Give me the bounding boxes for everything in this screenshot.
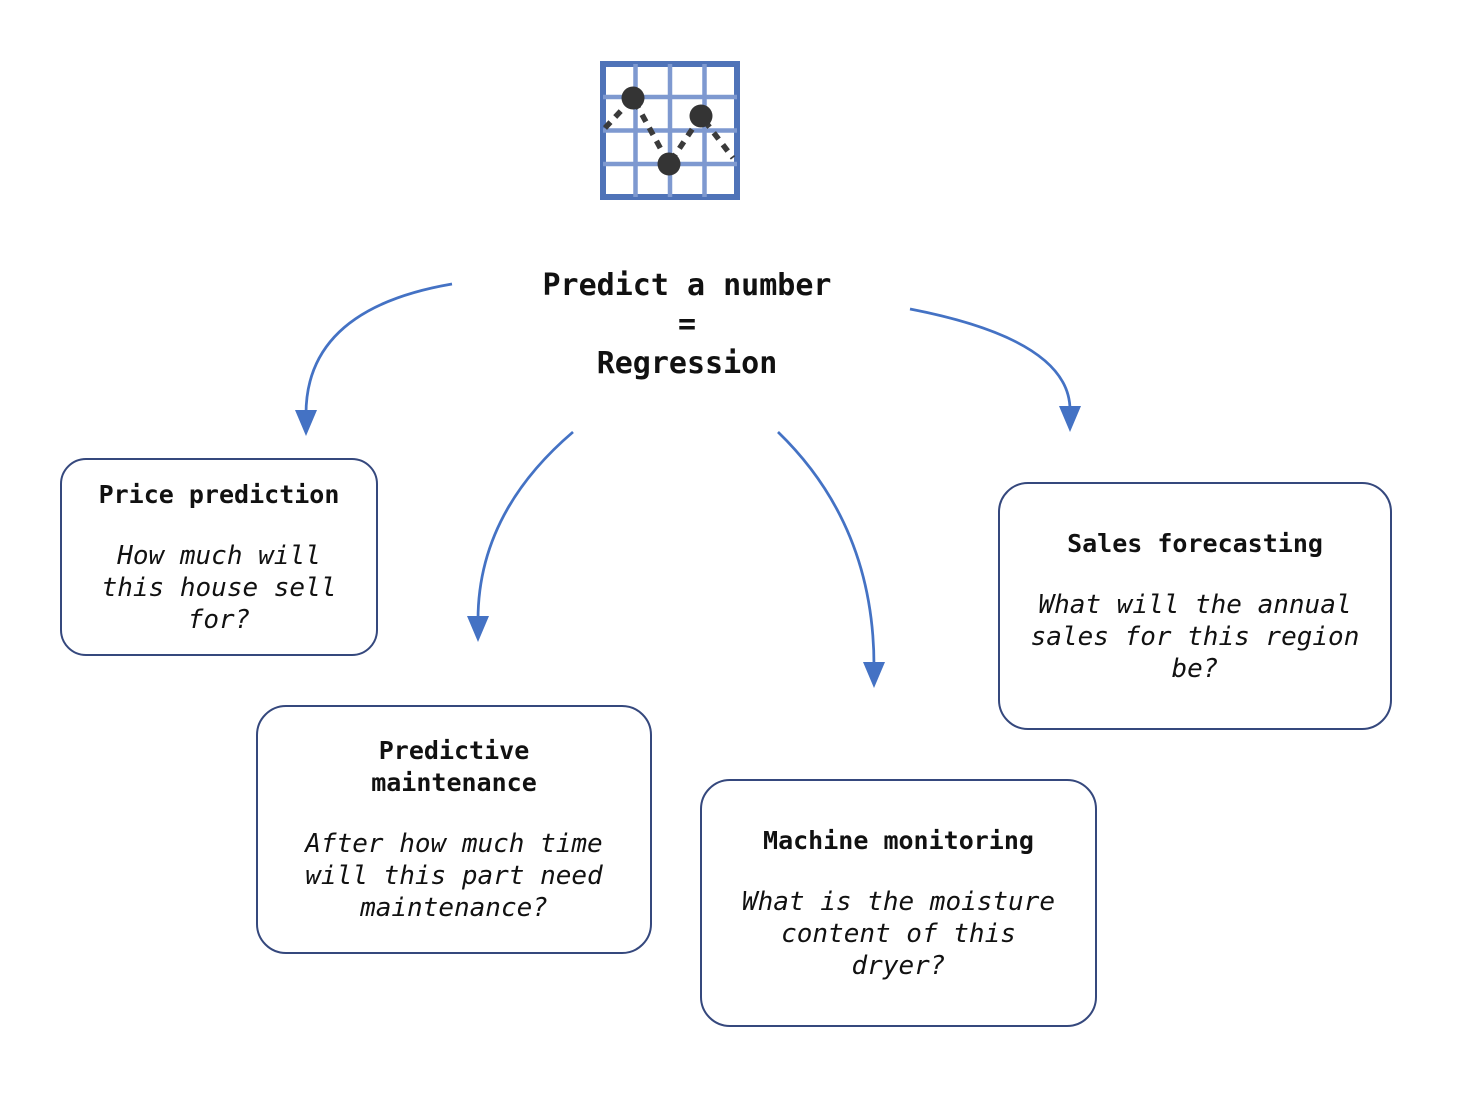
node-question: After how much time will this part need … <box>305 829 603 923</box>
node-question: What is the moisture content of this dry… <box>741 886 1056 981</box>
arrow-to-predictive-maintenance <box>476 430 574 621</box>
node-sales-forecasting: Sales forecasting What will the annual s… <box>998 482 1392 730</box>
node-heading: Predictive maintenance <box>371 736 537 797</box>
node-price-prediction: Price prediction How much will this hous… <box>60 458 378 656</box>
node-predictive-maintenance: Predictive maintenance After how much ti… <box>256 705 652 954</box>
scatter-line-chart-icon <box>600 61 740 200</box>
node-heading: Machine monitoring <box>763 825 1034 855</box>
arrow-to-machine-monitoring <box>777 431 876 667</box>
arrowhead-predictive-maintenance <box>467 616 489 642</box>
node-question: How much will this house sell for? <box>101 540 337 635</box>
node-machine-monitoring: Machine monitoring What is the moisture … <box>700 779 1097 1027</box>
arrow-to-price-prediction <box>304 282 453 415</box>
node-heading: Sales forecasting <box>1067 528 1323 558</box>
arrowhead-price-prediction <box>295 410 317 436</box>
arrowhead-machine-monitoring <box>863 662 885 688</box>
diagram-title: Predict a number = Regression <box>542 268 832 381</box>
node-heading: Price prediction <box>98 479 340 509</box>
node-question: What will the annual sales for this regi… <box>1030 589 1360 684</box>
arrowhead-sales-forecasting <box>1059 406 1081 432</box>
